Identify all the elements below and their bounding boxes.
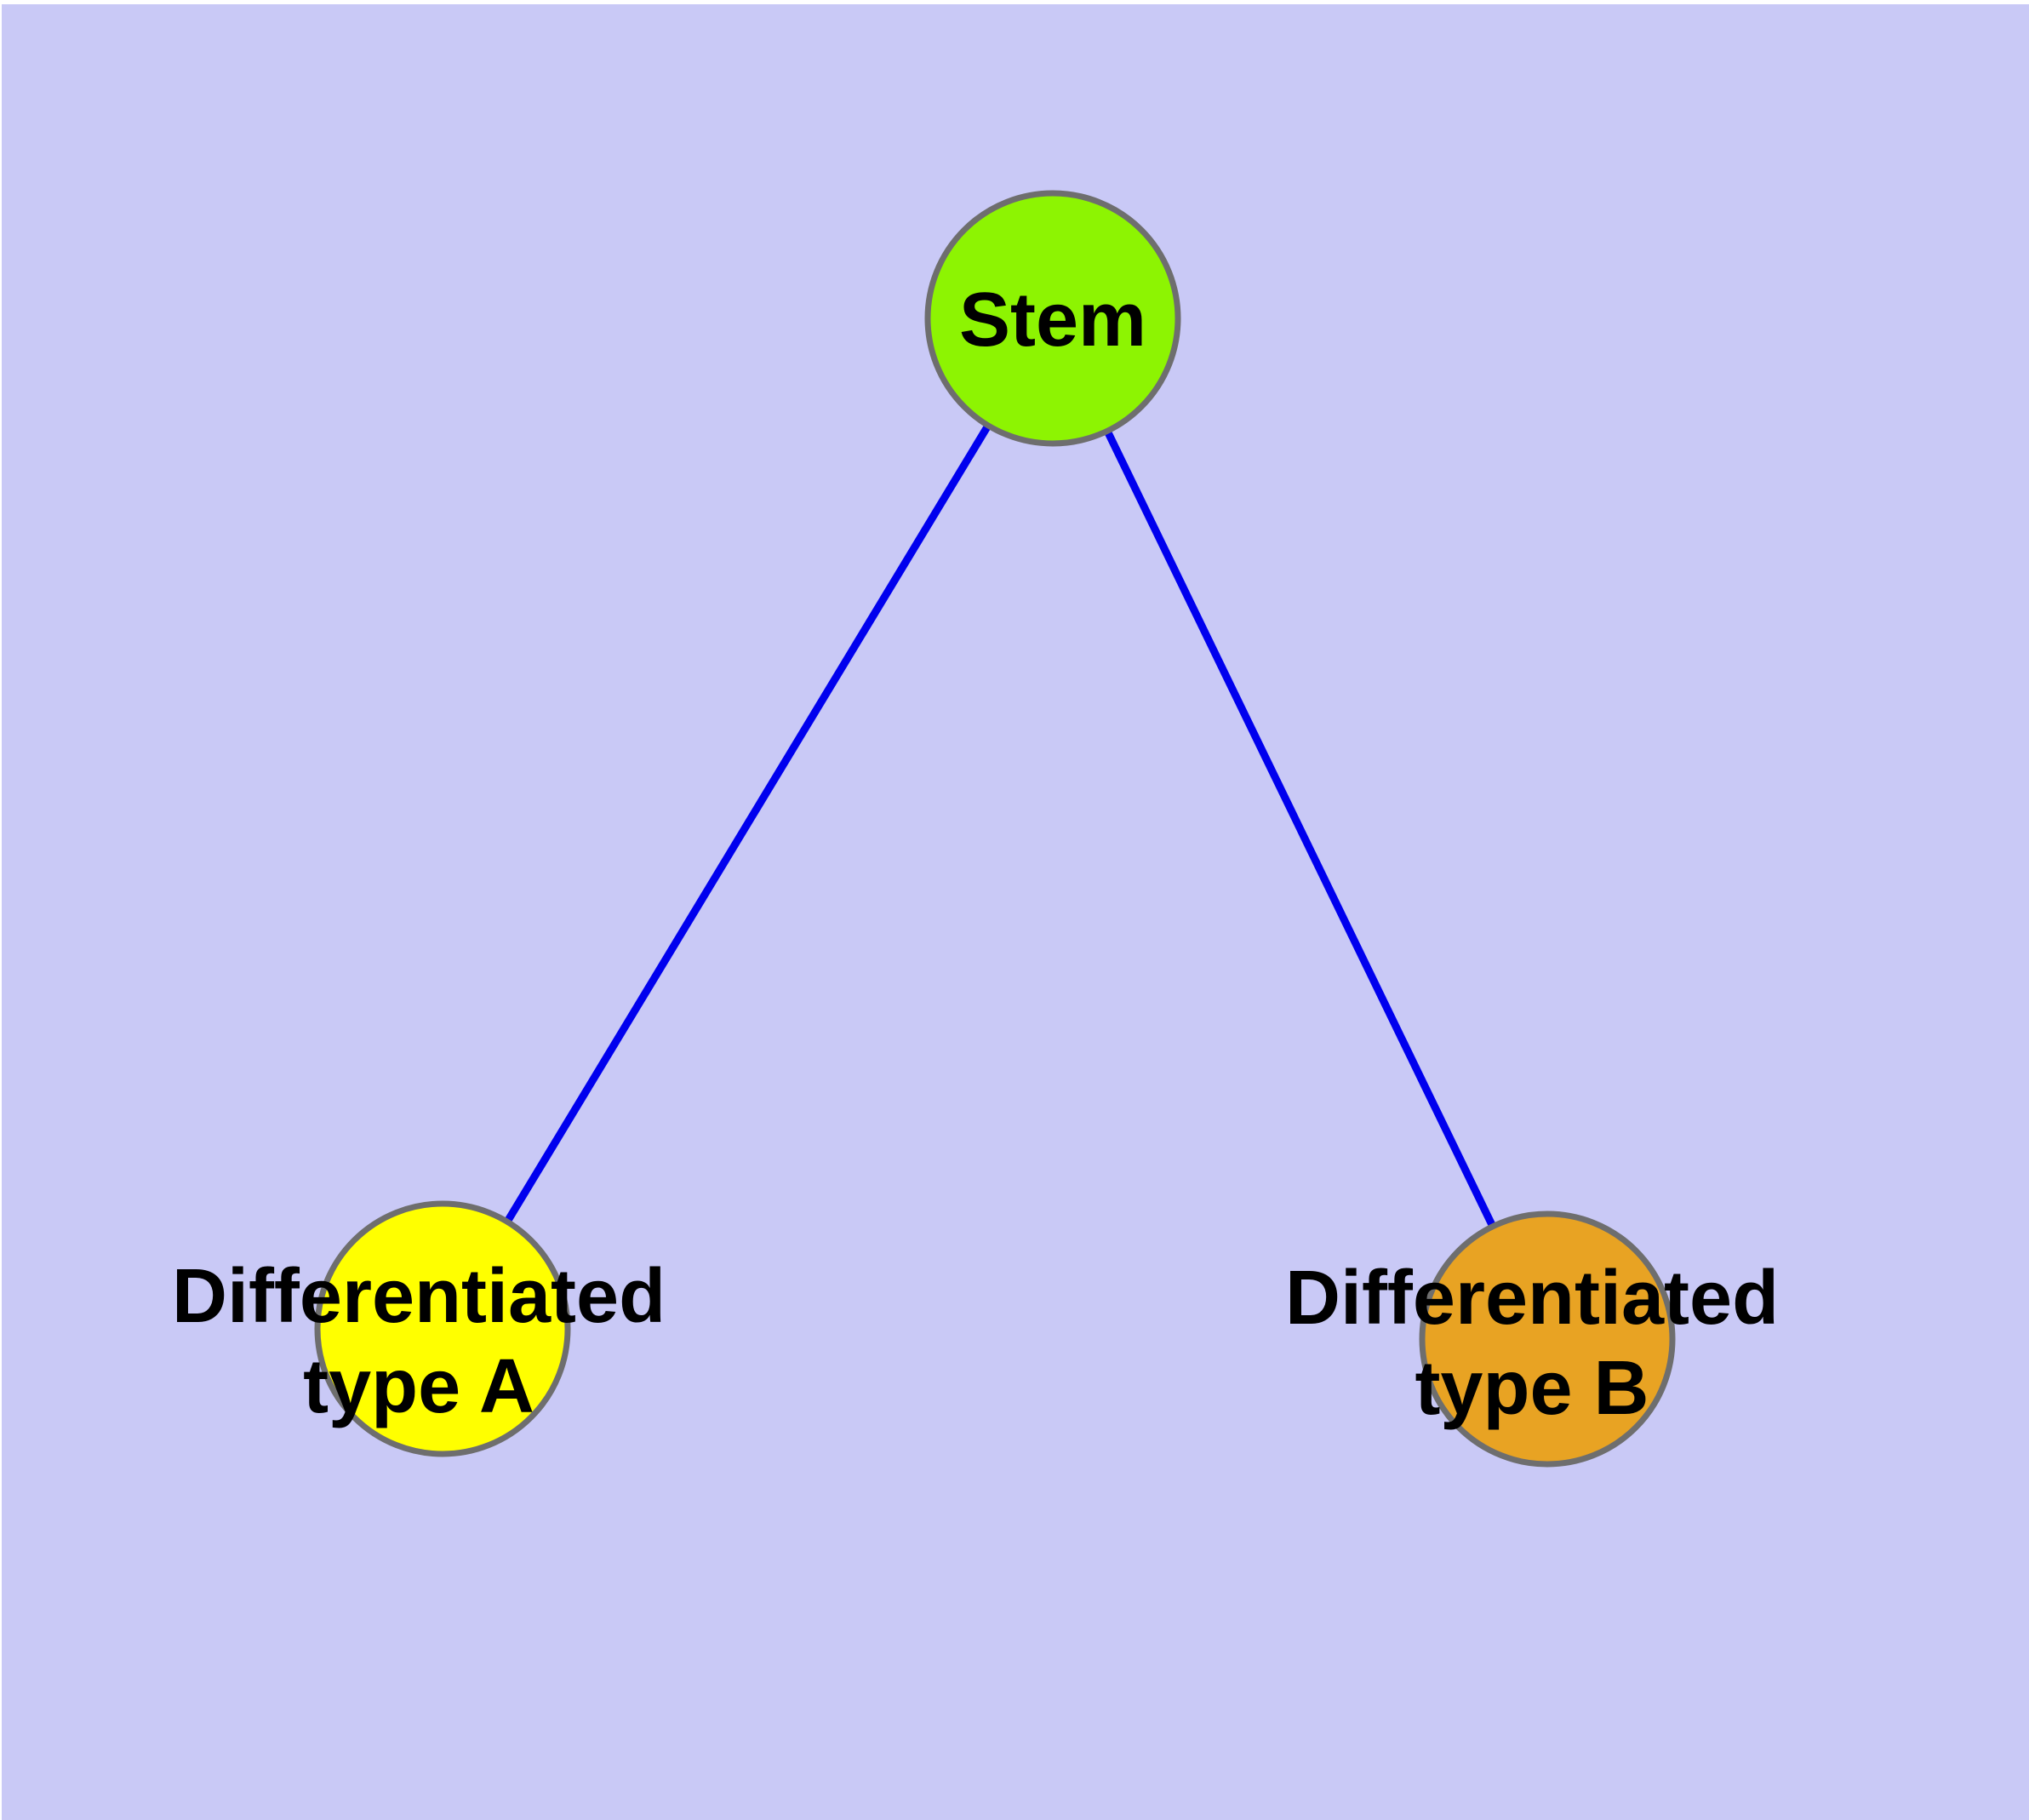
node-label-type-b-line2: type B [1415, 1346, 1649, 1431]
node-label-stem-line1: Stem [958, 278, 1147, 363]
node-label-type-b-line1: Differentiated [1284, 1256, 1780, 1341]
node-label-differentiated-type-a: Differentiated type A [172, 1251, 666, 1432]
node-label-stem: Stem [959, 275, 1146, 365]
edge-stem-to-type-a [439, 316, 1056, 1331]
node-label-differentiated-type-b: Differentiated type B [1285, 1253, 1779, 1434]
node-label-type-a-line1: Differentiated [171, 1254, 666, 1339]
node-circle-stem [924, 190, 1181, 447]
node-label-type-a-line2: type A [303, 1344, 534, 1429]
edge-stem-to-type-b [1049, 317, 1552, 1341]
node-circle-differentiated-type-a [314, 1200, 571, 1457]
node-circle-differentiated-type-b [1419, 1210, 1676, 1468]
